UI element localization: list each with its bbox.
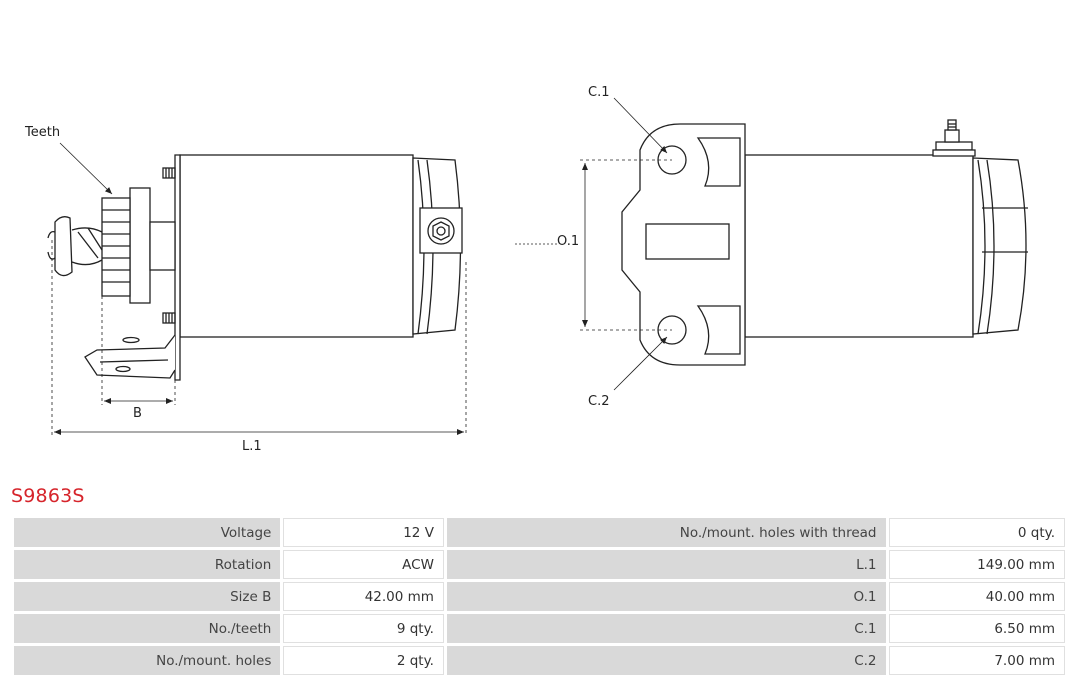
spec-label: No./teeth bbox=[14, 614, 281, 643]
spec-value: 149.00 mm bbox=[888, 550, 1065, 579]
spec-value: 6.50 mm bbox=[888, 614, 1065, 643]
spec-label: Rotation bbox=[14, 550, 281, 579]
side-view-dimensions bbox=[51, 142, 467, 435]
top-view-dimensions bbox=[515, 97, 672, 391]
top-view bbox=[621, 119, 1028, 366]
o1-label: O.1 bbox=[557, 234, 579, 249]
part-number-title: S9863S bbox=[11, 485, 85, 507]
spec-label: O.1 bbox=[446, 582, 886, 611]
technical-drawing: Teeth B L.1 C.1 O.1 C.2 bbox=[24, 85, 1028, 454]
spec-value: 40.00 mm bbox=[888, 582, 1065, 611]
c1-label: C.1 bbox=[588, 85, 609, 100]
teeth-label: Teeth bbox=[24, 125, 60, 140]
spec-value: 12 V bbox=[283, 518, 444, 547]
spec-value: 0 qty. bbox=[888, 518, 1065, 547]
spec-label: No./mount. holes with thread bbox=[446, 518, 886, 547]
c2-label: C.2 bbox=[588, 394, 609, 409]
spec-label: Voltage bbox=[14, 518, 281, 547]
spec-label: L.1 bbox=[446, 550, 886, 579]
spec-label: C.2 bbox=[446, 646, 886, 675]
spec-label: Size B bbox=[14, 582, 281, 611]
spec-value: 9 qty. bbox=[283, 614, 444, 643]
dimension-b-label: B bbox=[133, 406, 142, 421]
dimension-l1-label: L.1 bbox=[242, 439, 262, 454]
spec-label: C.1 bbox=[446, 614, 886, 643]
spec-value: 7.00 mm bbox=[888, 646, 1065, 675]
spec-value: ACW bbox=[283, 550, 444, 579]
spec-label: No./mount. holes bbox=[14, 646, 281, 675]
spec-value: 42.00 mm bbox=[283, 582, 444, 611]
spec-value: 2 qty. bbox=[283, 646, 444, 675]
side-view bbox=[47, 154, 463, 381]
